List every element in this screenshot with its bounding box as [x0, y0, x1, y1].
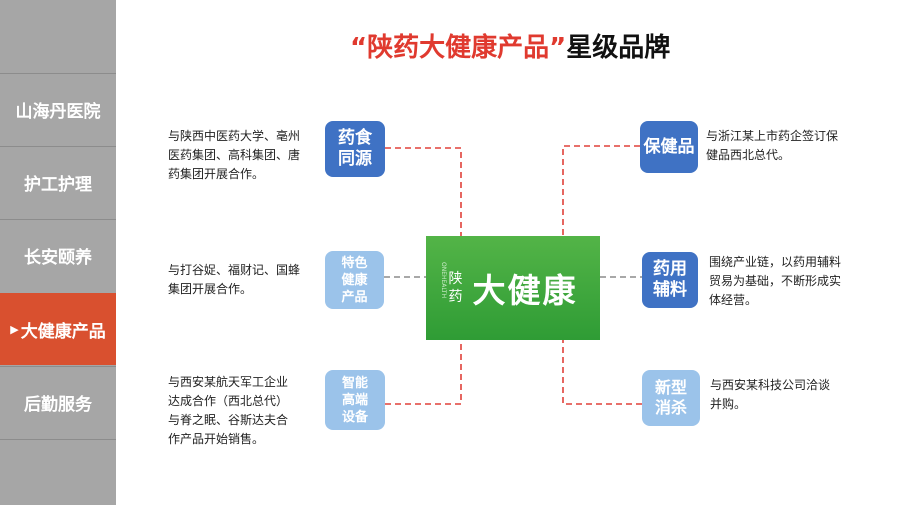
desc-line: 作产品开始销售。	[168, 432, 265, 446]
node-baojianpin[interactable]: 保健品	[640, 121, 698, 173]
desc-yaoshi: 与陕西中医药大学、亳州 医药集团、高科集团、唐 药集团开展合作。	[168, 127, 300, 184]
title-suffix: 星级品牌	[566, 33, 671, 63]
connector-zhineng	[385, 340, 462, 405]
sidebar-item-health-products[interactable]: 大健康产品	[0, 293, 116, 365]
desc-line: 并购。	[710, 397, 747, 411]
desc-line: 医药集团、高科集团、唐	[168, 148, 301, 162]
center-small-bottom: 药	[448, 289, 463, 305]
node-label: 新型	[654, 378, 687, 397]
node-label: 智能	[341, 375, 368, 391]
node-zhineng-shebei[interactable]: 智能 高端 设备	[325, 370, 385, 430]
node-label: 设备	[341, 409, 368, 425]
center-main-text: 大健康	[472, 271, 578, 310]
desc-baojian: 与浙江某上市药企签订保 健品西北总代。	[706, 127, 838, 165]
desc-line: 达成合作（西北总代）	[168, 394, 289, 408]
desc-yaoyong: 围绕产业链，以药用辅料 贸易为基础，不断形成实 体经营。	[709, 253, 841, 310]
node-tese-jiankang[interactable]: 特色 健康 产品	[325, 251, 384, 309]
node-label: 健康	[341, 272, 368, 288]
connector-baojian	[562, 145, 640, 236]
sidebar-item-blank-bottom[interactable]	[0, 439, 116, 511]
connector-xinxing	[562, 340, 642, 405]
node-label: 产品	[341, 289, 368, 305]
node-label: 高端	[341, 392, 368, 408]
desc-line: 围绕产业链，以药用辅料	[709, 255, 842, 269]
node-label: 药用	[653, 259, 687, 279]
desc-zhineng: 与西安某航天军工企业 达成合作（西北总代） 与脊之眠、谷斯达夫合 作产品开始销售…	[168, 373, 288, 449]
center-small-top: 陕	[448, 271, 463, 287]
connector-yaoshi	[385, 147, 462, 236]
sidebar-item-hospital[interactable]: 山海丹医院	[0, 73, 116, 145]
node-yaoyong-fuliao[interactable]: 药用 辅料	[642, 252, 698, 308]
desc-line: 与打谷娖、福财记、国蜂	[168, 263, 301, 277]
node-label: 特色	[341, 255, 368, 271]
title-brand: “陕药大健康产品”	[350, 33, 567, 63]
desc-line: 集团开展合作。	[168, 282, 253, 296]
sidebar-item-logistics[interactable]: 后勤服务	[0, 366, 116, 438]
node-label: 药食	[338, 128, 372, 148]
desc-xinxing: 与西安某科技公司洽谈 并购。	[710, 376, 830, 414]
center-small-text: 陕 药	[449, 270, 463, 306]
desc-line: 与脊之眠、谷斯达夫合	[168, 413, 289, 427]
node-xinxing-xiaosha[interactable]: 新型 消杀	[642, 370, 700, 426]
center-vertical-label: ONEHEALTH	[440, 262, 447, 299]
node-label: 消杀	[654, 398, 687, 417]
node-label: 保健品	[643, 136, 695, 157]
desc-line: 与陕西中医药大学、亳州	[168, 129, 301, 143]
sidebar-item-nursing[interactable]: 护工护理	[0, 146, 116, 218]
center-brand-box: 陕 药 大健康	[426, 236, 600, 340]
desc-tese: 与打谷娖、福财记、国蜂 集团开展合作。	[168, 261, 300, 299]
node-yaoshi-tongyuan[interactable]: 药食 同源	[325, 121, 385, 177]
sidebar-item-label: 大健康产品	[20, 322, 106, 342]
desc-line: 健品西北总代。	[706, 148, 791, 162]
sidebar-item-elderly-care[interactable]: 长安颐养	[0, 219, 116, 291]
desc-line: 贸易为基础，不断形成实	[709, 274, 842, 288]
desc-line: 与浙江某上市药企签订保	[706, 129, 839, 143]
node-label: 辅料	[653, 280, 687, 300]
sidebar-nav: 山海丹医院 护工护理 长安颐养 大健康产品 后勤服务	[0, 0, 116, 505]
page-title: “陕药大健康产品”星级品牌	[350, 27, 670, 64]
desc-line: 体经营。	[709, 293, 758, 307]
desc-line: 药集团开展合作。	[168, 167, 265, 181]
node-label: 同源	[338, 149, 372, 169]
desc-line: 与西安某科技公司洽谈	[710, 378, 831, 392]
desc-line: 与西安某航天军工企业	[168, 375, 289, 389]
